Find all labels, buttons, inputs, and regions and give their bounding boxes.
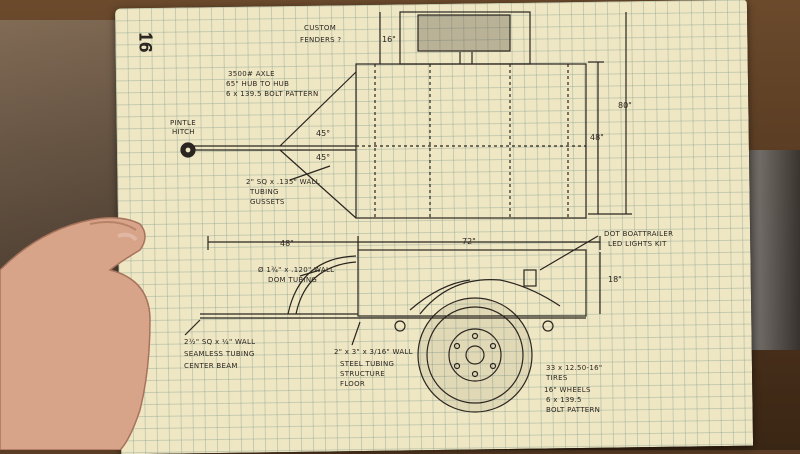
label-hitch-2: HITCH: [172, 128, 195, 136]
label-fenders-2: FENDERS ?: [300, 36, 341, 44]
label-wheels-3: BOLT PATTERN: [546, 406, 600, 414]
fender-hatch: [417, 14, 511, 52]
hand: [0, 217, 151, 450]
label-floor-2: STEEL TUBING: [340, 360, 394, 368]
page-number: 16: [136, 32, 155, 52]
dim-angle-bottom: 45°: [316, 153, 330, 162]
label-tires-1: 33 x 12.50-16": [546, 364, 602, 372]
label-floor-4: FLOOR: [340, 380, 365, 388]
label-hitch-1: PINTLE: [170, 119, 196, 127]
label-wheels-2: 6 x 139.5: [546, 396, 582, 404]
dim-bed-height: 18": [608, 275, 622, 284]
label-beam-1: 2½" SQ x ¼" WALL: [184, 338, 255, 346]
label-floor-1: 2" x 3" x 3/16" WALL: [334, 348, 413, 356]
label-tires-2: TIRES: [545, 374, 568, 382]
bed-top-view: [355, 63, 587, 219]
label-fenders-1: CUSTOM: [304, 24, 336, 32]
label-beam-2: SEAMLESS TUBING: [184, 350, 255, 358]
label-axle-1: 3500# AXLE: [228, 70, 275, 78]
label-gussets-1: 2" SQ x .135" WALL: [246, 178, 320, 186]
pintle-hitch-icon: [180, 142, 196, 158]
dim-fender-height: 16": [382, 35, 396, 44]
dim-tongue-length: 48": [280, 239, 294, 248]
dim-overall-width: 80": [618, 101, 632, 110]
label-gussets-3: GUSSETS: [250, 198, 285, 206]
dim-angle-top: 45°: [316, 129, 330, 138]
label-floor-3: STRUCTURE: [340, 370, 385, 378]
bed-side-view: [357, 249, 587, 317]
label-axle-2: 65" HUB TO HUB: [226, 80, 289, 88]
label-dom-2: DOM TUBING: [268, 276, 317, 284]
label-gussets-2: TUBING: [249, 188, 279, 196]
dim-bed-length: 72": [462, 237, 476, 246]
label-wheels-1: 16" WHEELS: [544, 386, 591, 394]
label-axle-3: 6 x 139.5 BOLT PATTERN: [226, 90, 319, 98]
label-dom-1: Ø 1¾" x .120" WALL: [258, 266, 334, 274]
label-beam-3: CENTER BEAM: [184, 362, 238, 370]
label-led-2: LED LIGHTS KIT: [608, 240, 667, 248]
label-led-1: DOT BOATTRAILER: [604, 230, 673, 238]
wheel-icon: [417, 297, 533, 413]
dim-bed-width: 48": [590, 133, 604, 142]
